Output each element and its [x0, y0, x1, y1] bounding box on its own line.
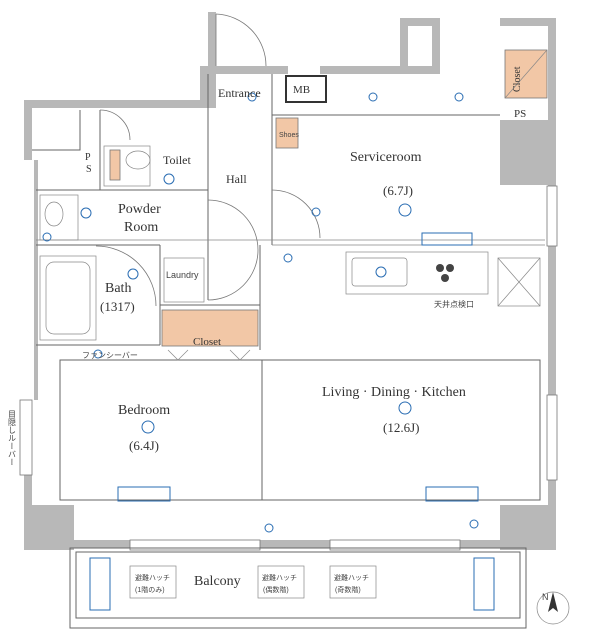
stove-icon [436, 264, 454, 282]
ac-units [117, 232, 479, 502]
label-entrance: Entrance [218, 86, 261, 100]
label-ceiling-hatch: 天井点検口 [434, 299, 474, 309]
label-louver: 目隠しルーバー [8, 410, 17, 466]
north-arrow-icon [536, 591, 570, 625]
label-hatch-1-title: 避難ハッチ [135, 573, 170, 582]
label-hall: Hall [226, 172, 247, 186]
interior-walls [32, 74, 545, 501]
doors [95, 13, 321, 361]
label-bath-size: (1317) [100, 299, 135, 314]
label-powder-room-1: Powder [118, 202, 161, 217]
label-north: N [542, 592, 549, 602]
light-fixtures [42, 92, 479, 533]
label-powder-room-2: Room [124, 220, 158, 235]
label-hatch-2-title: 避難ハッチ [262, 573, 297, 582]
label-closet-mid: Closet [193, 336, 221, 348]
fixtures [39, 145, 541, 341]
closets [161, 49, 548, 347]
label-ps-left: P [85, 152, 91, 163]
label-hatch-1-sub: (1階のみ) [135, 585, 165, 594]
label-balcony: Balcony [194, 574, 241, 589]
label-hatch-3-sub: (奇数階) [335, 585, 361, 594]
label-laundry: Laundry [166, 270, 199, 280]
label-toilet: Toilet [163, 153, 191, 167]
label-mb: MB [293, 84, 310, 96]
label-bedroom: Bedroom [118, 403, 170, 418]
outer-walls [24, 12, 556, 550]
windows [19, 185, 558, 551]
label-closet-top: Closet [512, 66, 523, 92]
label-shoes-closet: Shoes [279, 132, 299, 139]
label-serviceroom: Serviceroom [350, 150, 422, 165]
label-ps-top: PS [514, 108, 526, 120]
label-serviceroom-size: (6.7J) [383, 183, 413, 198]
label-hatch-2-sub: (偶数階) [263, 585, 289, 594]
label-ldk: Living · Dining · Kitchen [322, 385, 466, 400]
label-ps-left-2: S [86, 164, 92, 175]
label-bath: Bath [105, 281, 131, 296]
label-ldk-size: (12.6J) [383, 420, 419, 435]
label-fancy-shower: ファンシーバー [82, 351, 138, 360]
label-hatch-3-title: 避難ハッチ [334, 573, 369, 582]
balcony [69, 547, 527, 629]
label-bedroom-size: (6.4J) [129, 438, 159, 453]
